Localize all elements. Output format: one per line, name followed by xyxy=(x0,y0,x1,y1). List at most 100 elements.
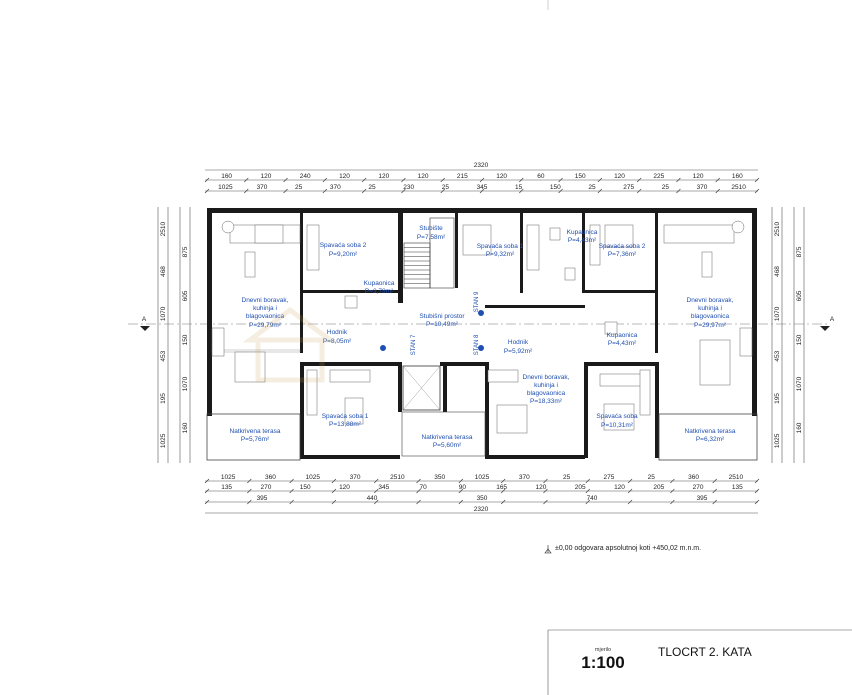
dimension-tick xyxy=(597,188,603,194)
table-right xyxy=(699,339,731,386)
dimension-value: 453 xyxy=(774,350,781,361)
room-name-line: kuhinja i xyxy=(698,305,722,312)
section-line-a: A A xyxy=(128,316,835,331)
dimension-tick xyxy=(627,488,633,494)
room-name-line: Dnevni boravak, xyxy=(242,297,289,304)
section-label-left: A xyxy=(142,316,147,323)
room-area: P=7,58m² xyxy=(417,234,446,241)
dimension-tick xyxy=(401,188,406,194)
dimension-value: 2510 xyxy=(774,222,781,237)
room-name: Natkrivena terasa xyxy=(422,434,473,441)
wardrobe-center xyxy=(526,224,540,271)
dimension-tick xyxy=(585,488,590,494)
room-area: P=29,97m² xyxy=(694,322,727,329)
room-area: P=10,31m² xyxy=(601,422,634,429)
dimension-tick xyxy=(712,499,717,505)
dimension-tick xyxy=(754,499,760,505)
dimension-value: 120 xyxy=(418,173,429,180)
kitchen-left xyxy=(211,327,225,357)
dimension-tick xyxy=(458,488,464,494)
dimension-tick xyxy=(585,478,590,484)
dimension-tick xyxy=(543,499,548,505)
dimension-tick xyxy=(416,478,421,484)
room-name: Stubišni prostor xyxy=(419,313,465,320)
dimension-value: 60 xyxy=(537,173,545,180)
unit-label: STAN 7 xyxy=(411,334,417,355)
unit-label: STAN 9 xyxy=(474,291,480,312)
room-area: P=9,32m² xyxy=(486,251,515,258)
dimension-value: 1070 xyxy=(160,306,167,321)
room-area: P=13,88m² xyxy=(329,421,362,428)
dimension-tick xyxy=(361,177,367,183)
dimension-tick xyxy=(500,488,506,494)
dimension-value: 25 xyxy=(442,184,450,191)
dimension-tick xyxy=(715,177,720,183)
table-center xyxy=(496,404,528,434)
room-area: P=9,20m² xyxy=(329,251,358,258)
dimension-tick xyxy=(543,478,548,484)
shower-left xyxy=(344,295,358,309)
dimension-value: 370 xyxy=(519,474,530,481)
dimension-value: 440 xyxy=(367,495,378,502)
entry-marker-icon xyxy=(478,345,484,351)
dimension-value: 25 xyxy=(563,474,571,481)
dimension-tick xyxy=(244,177,249,183)
room-name: Natkrivena terasa xyxy=(230,428,281,435)
dimension-value: 1025 xyxy=(160,433,167,448)
dimension-value: 205 xyxy=(653,484,664,491)
dimension-value: 395 xyxy=(697,495,708,502)
dimension-value: 205 xyxy=(575,484,586,491)
dimension-tick xyxy=(416,488,421,494)
dimension-tick xyxy=(204,488,210,494)
dimension-value: 90 xyxy=(459,484,467,491)
dimension-value: 275 xyxy=(623,184,634,191)
table-left xyxy=(234,351,266,383)
dimension-tick xyxy=(715,188,720,194)
dimension-value: 360 xyxy=(688,474,699,481)
room-area: P=29,79m² xyxy=(249,322,282,329)
dimension-tick xyxy=(289,499,294,505)
bed-center xyxy=(462,224,492,256)
dimension-tick xyxy=(416,499,421,505)
room-name: Natkrivena terasa xyxy=(685,428,736,435)
dimension-tick xyxy=(283,188,288,194)
scale-value: 1:100 xyxy=(581,653,624,672)
dimension-value: 2510 xyxy=(390,474,405,481)
dimension-value: 225 xyxy=(653,173,664,180)
dimension-value: 740 xyxy=(587,495,598,502)
dimension-tick xyxy=(754,177,760,183)
bed-right-2 xyxy=(603,403,635,431)
dimension-value: 453 xyxy=(160,350,167,361)
dimension-tick xyxy=(247,488,252,494)
tv-left xyxy=(244,251,256,278)
room-name: Hodnik xyxy=(327,329,348,336)
bed-right xyxy=(599,373,647,387)
room-name: Spavaća soba 1 xyxy=(322,413,369,420)
dimension-tick xyxy=(204,188,210,194)
room-name-line: kuhinja i xyxy=(253,305,277,312)
dimension-tick xyxy=(204,499,210,505)
dimension-value: 1070 xyxy=(774,306,781,321)
dimension-value: 120 xyxy=(378,173,389,180)
top-total-dim: 2320 xyxy=(474,162,489,169)
dimension-value: 160 xyxy=(182,422,189,433)
dimension-value: 345 xyxy=(378,484,389,491)
dimension-value: 468 xyxy=(774,266,781,277)
dimension-value: 25 xyxy=(295,184,303,191)
dimension-tick xyxy=(361,188,367,194)
dimension-value: 395 xyxy=(257,495,268,502)
room-name: Spavaća soba 2 xyxy=(320,242,367,249)
dimension-value: 150 xyxy=(575,173,586,180)
bed-left-2 xyxy=(344,397,364,425)
dimension-tick xyxy=(247,478,252,484)
dimension-tick xyxy=(322,177,328,183)
dimension-tick xyxy=(440,188,445,194)
dimension-value: 370 xyxy=(330,184,341,191)
dimension-value: 370 xyxy=(697,184,708,191)
terraces xyxy=(206,411,758,461)
room-name: Spavaća soba 2 xyxy=(599,243,646,250)
dimension-value: 230 xyxy=(403,184,414,191)
